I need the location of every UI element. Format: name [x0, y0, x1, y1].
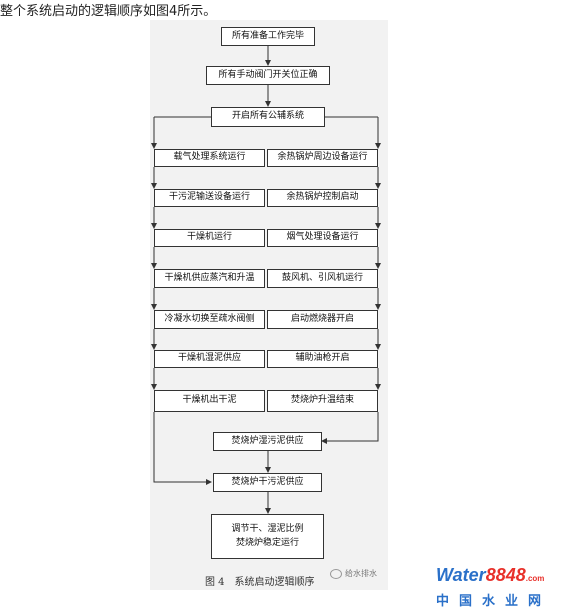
step-label: 所有准备工作完毕: [231, 30, 304, 41]
step-left-4: 冷凝水切换至疏水阀侧: [154, 310, 265, 329]
step-label: 焚烧炉干污泥供应: [231, 476, 304, 487]
step-left-6: 干燥机出干泥: [154, 390, 265, 412]
logo-suffix: .com: [525, 574, 545, 583]
wechat-watermark: 给水排水: [330, 568, 377, 579]
step-right-4: 启动燃烧器开启: [267, 310, 378, 329]
logo-cn-text: 中国水业网: [436, 594, 552, 609]
step-left-1: 干污泥输送设备运行: [154, 189, 265, 207]
step-label: 干燥机湿泥供应: [177, 353, 241, 364]
step-left-0: 载气处理系统运行: [154, 149, 265, 167]
arrow-left-to-dry-sludge: [153, 412, 212, 485]
step-label-line-2: 焚烧炉稳定运行: [235, 537, 299, 548]
step-label: 载气处理系统运行: [173, 152, 246, 163]
intro-text: 整个系统启动的逻辑顺序如图4所示。: [0, 4, 217, 19]
arrow-right-to-wet-sludge: [321, 412, 379, 444]
step-left-3: 干燥机供应蒸汽和升温: [154, 269, 265, 288]
step-right-6: 焚烧炉升温结束: [267, 390, 378, 412]
step-final: 调节干、湿泥比例 焚烧炉稳定运行: [211, 514, 324, 559]
step-label: 开启所有公辅系统: [231, 111, 304, 122]
site-logo: Water8848.com 中国水业网: [436, 566, 566, 609]
step-label: 干燥机运行: [186, 232, 232, 243]
step-left-2: 干燥机运行: [154, 229, 265, 247]
step-right-0: 余热锅炉周边设备运行: [267, 149, 378, 167]
step-label: 余热锅炉控制启动: [286, 192, 359, 203]
step-prep-done: 所有准备工作完毕: [221, 27, 315, 46]
step-label: 干污泥输送设备运行: [168, 192, 250, 203]
step-label: 干燥机出干泥: [182, 395, 237, 406]
step-valves-ok: 所有手动阀门开关位正确: [206, 66, 330, 85]
step-right-5: 辅助油枪开启: [267, 350, 378, 368]
step-aux-on: 开启所有公辅系统: [211, 107, 325, 127]
wechat-label: 给水排水: [345, 569, 377, 578]
step-label: 焚烧炉湿污泥供应: [231, 435, 304, 446]
logo-text-a: Water: [436, 565, 486, 585]
step-wet-sludge: 焚烧炉湿污泥供应: [213, 432, 322, 451]
step-right-2: 烟气处理设备运行: [267, 229, 378, 247]
step-label: 焚烧炉升温结束: [290, 395, 354, 406]
step-right-1: 余热锅炉控制启动: [267, 189, 378, 207]
step-label: 冷凝水切换至疏水阀侧: [164, 313, 255, 324]
step-label: 鼓风机、引风机运行: [281, 272, 363, 283]
caption-title: 系统启动逻辑顺序: [234, 577, 315, 588]
step-label: 辅助油枪开启: [295, 353, 350, 364]
step-dry-sludge: 焚烧炉干污泥供应: [213, 473, 322, 492]
logo-wordmark: Water8848.com: [436, 566, 566, 588]
step-label-line-1: 调节干、湿泥比例: [231, 524, 304, 534]
figure-caption: 图 4 系统启动逻辑顺序: [205, 573, 315, 588]
step-label: 干燥机供应蒸汽和升温: [164, 272, 255, 283]
step-left-5: 干燥机湿泥供应: [154, 350, 265, 368]
step-label: 余热锅炉周边设备运行: [277, 152, 368, 163]
step-label: 启动燃烧器开启: [290, 313, 354, 324]
step-right-3: 鼓风机、引风机运行: [267, 269, 378, 288]
caption-number: 图 4: [205, 577, 225, 588]
wechat-icon: [330, 568, 342, 579]
step-label: 烟气处理设备运行: [286, 232, 359, 243]
logo-text-b: 8848: [485, 565, 526, 585]
step-label: 所有手动阀门开关位正确: [218, 69, 318, 80]
